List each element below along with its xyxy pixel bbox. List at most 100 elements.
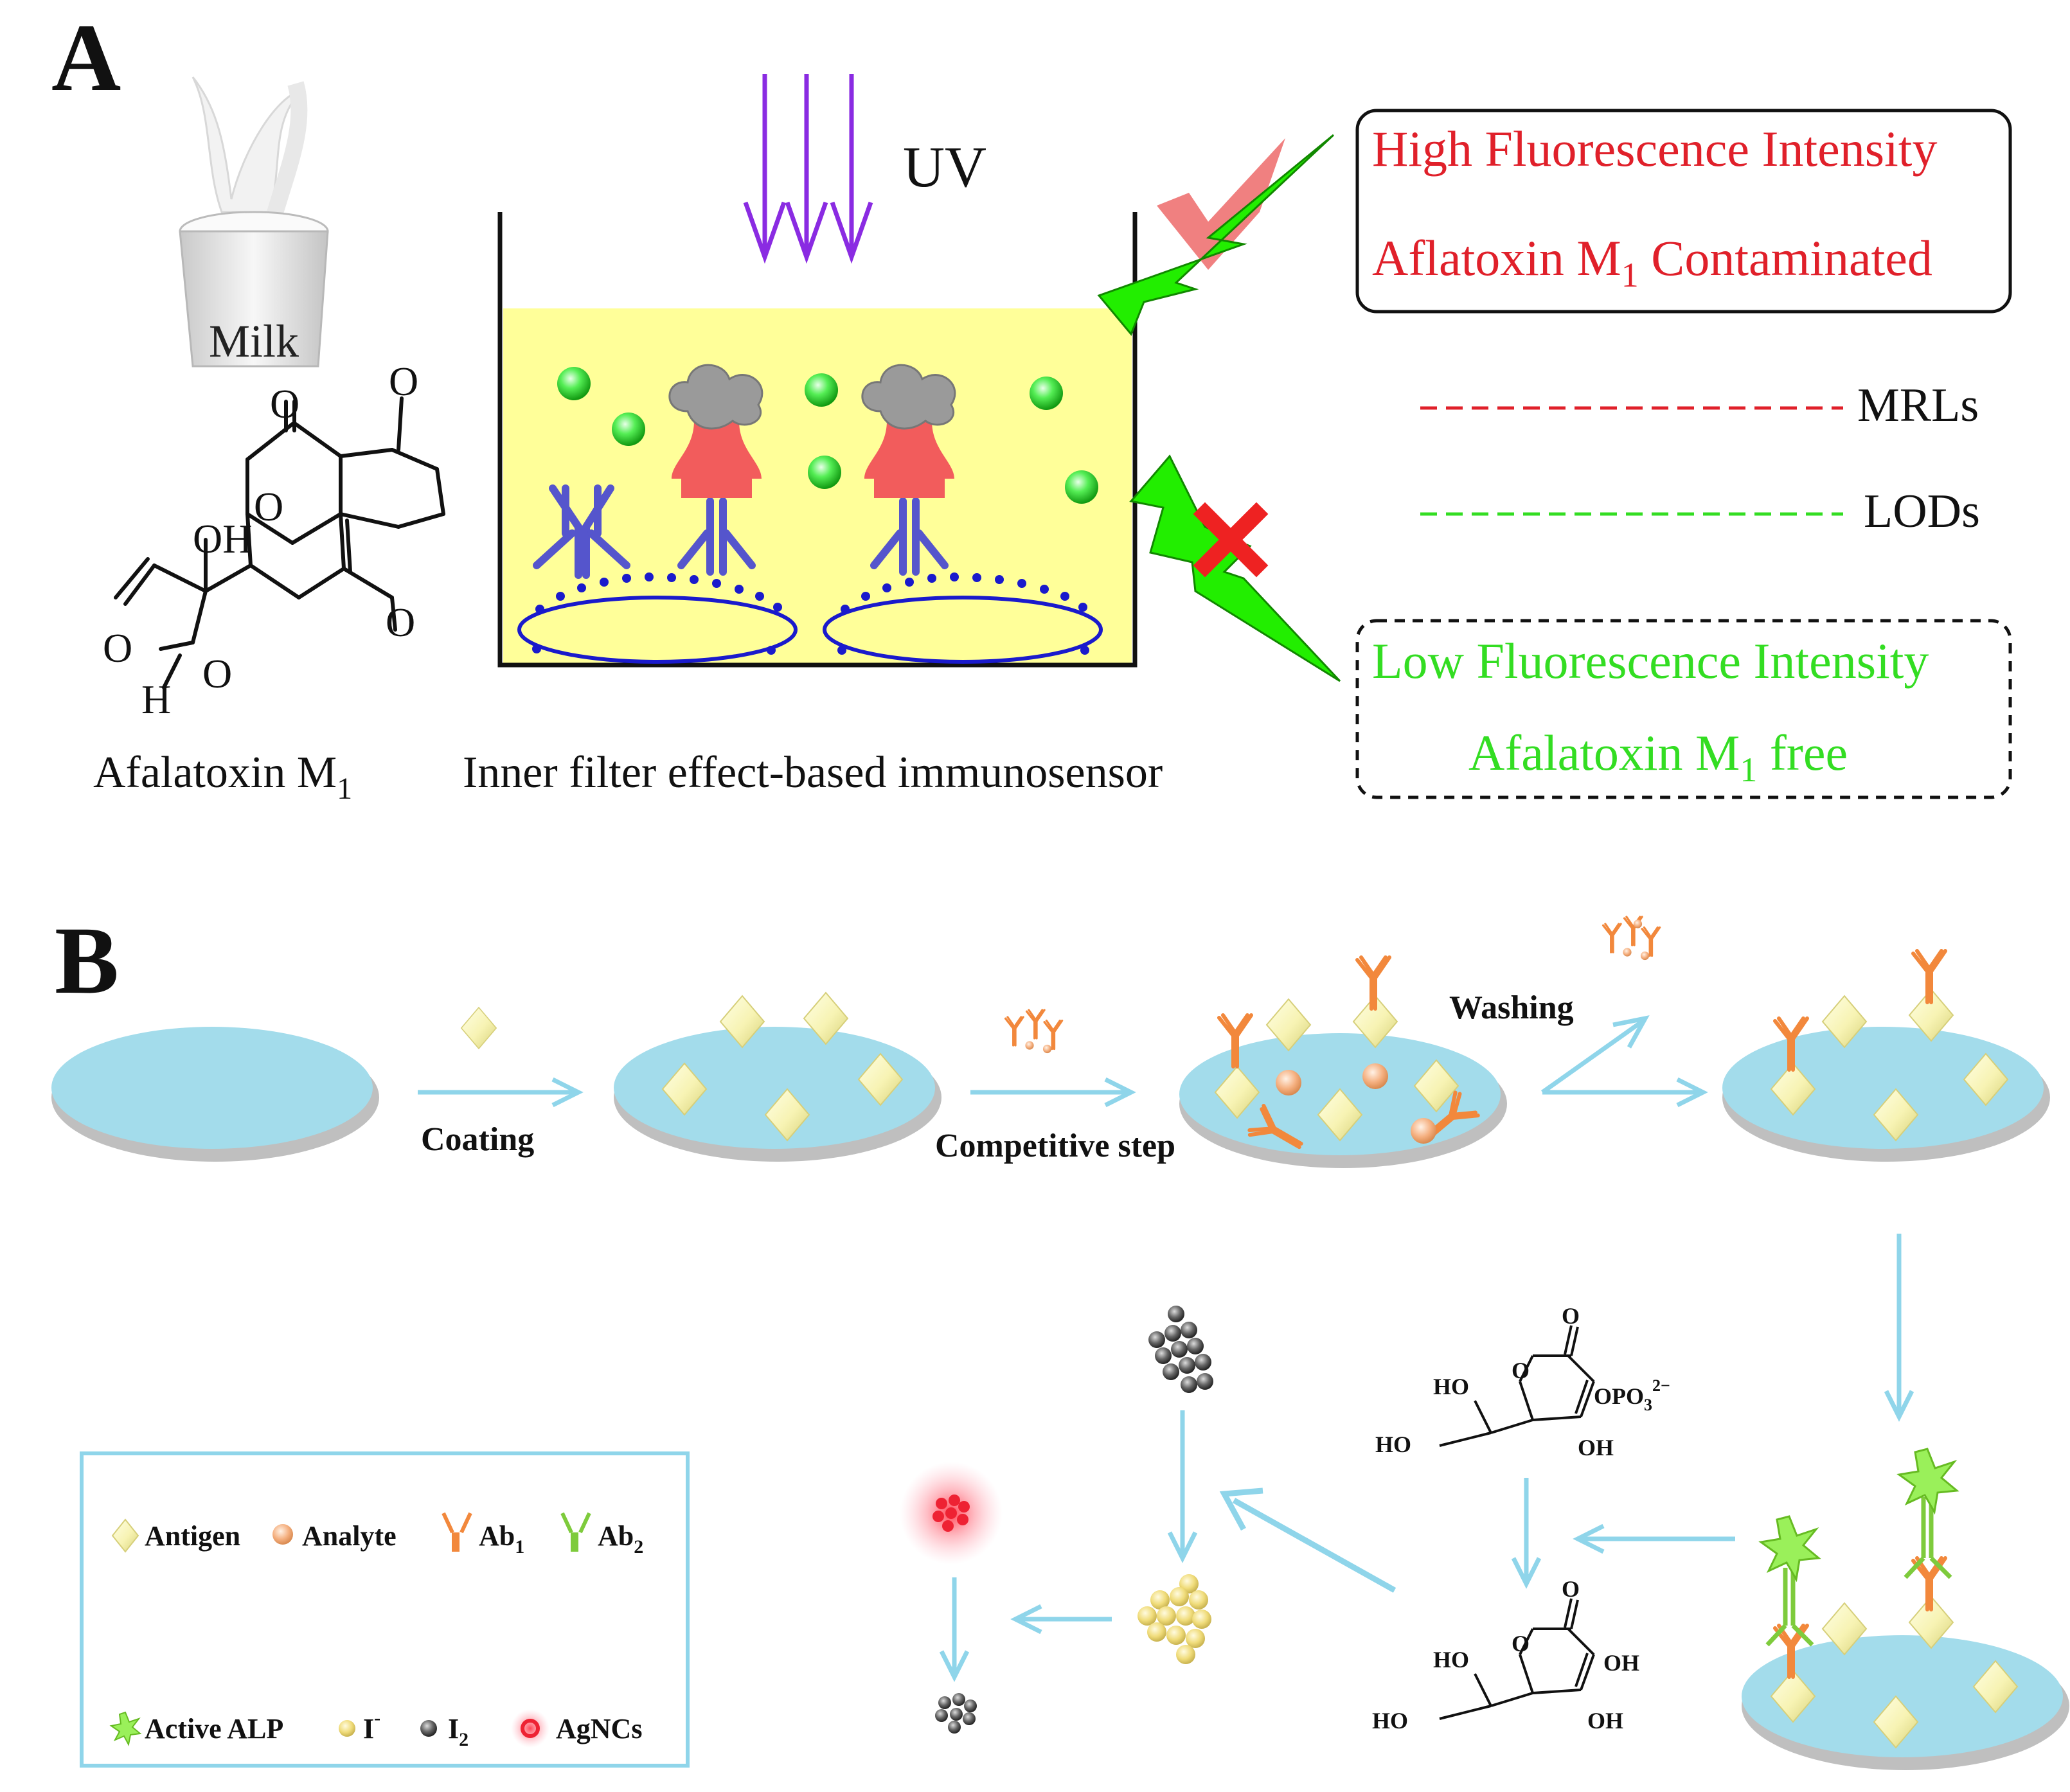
sensor-caption: Inner filter effect-based immunosensor	[463, 748, 1163, 797]
legend-item-alp: Active ALP	[109, 1711, 283, 1746]
well-plate-empty	[51, 1027, 379, 1162]
legend-ab1-label: Ab1	[479, 1520, 524, 1557]
analyte-bead	[1411, 1118, 1436, 1144]
coating-dots	[532, 572, 1089, 655]
quenched-agncs-icon	[935, 1693, 977, 1734]
ascorbyl-phosphate-labels: O O HO HO OPO32− OH	[1375, 1303, 1670, 1460]
antibody-blue-3	[870, 497, 949, 576]
milk-label: Milk	[209, 315, 299, 367]
legend-item-antigen: Antigen	[111, 1518, 240, 1553]
atom-o: O	[254, 484, 283, 529]
washed-antibodies-icon	[1602, 916, 1661, 961]
atom-o: O	[1512, 1631, 1530, 1656]
ab2-antibody-icon	[1765, 1568, 1814, 1647]
sensor-container	[497, 212, 1138, 668]
coating-label: Coating	[421, 1121, 534, 1158]
legend-alp-label: Active ALP	[145, 1713, 283, 1744]
contaminated-text: Aflatoxin M1 Contaminated	[1372, 230, 1932, 294]
down-arrowhead	[1884, 1390, 1914, 1422]
analyte-bead	[1362, 1063, 1388, 1089]
ascorbic-acid-structure	[1439, 1598, 1595, 1720]
agncs-quench-arrowhead	[939, 1650, 970, 1682]
atom-oh: OH	[1587, 1708, 1623, 1734]
legend-iodide-label: I-	[363, 1707, 380, 1744]
lightning-bolt-icon	[1097, 134, 1335, 336]
atom-o: O	[103, 625, 132, 671]
legend-box	[80, 1451, 690, 1768]
washing-arrowhead-right	[1676, 1077, 1708, 1108]
aflatoxin-free-text: Afalatoxin M1 free	[1468, 725, 1848, 789]
ab1-antibody-icon	[1357, 957, 1389, 1009]
mrls-label: MRLs	[1857, 379, 1979, 432]
support-disk-right	[823, 596, 1103, 664]
atom-o: O	[386, 599, 415, 645]
well-plate-detection	[1742, 1448, 2069, 1770]
support-disk-left	[517, 596, 798, 664]
iodide-cluster-icon	[1138, 1574, 1211, 1664]
atom-o: O	[202, 651, 232, 696]
atom-oh: OH	[193, 516, 252, 562]
green-bead	[1065, 470, 1098, 504]
washing-arrow-up	[1540, 1020, 1644, 1094]
legend-item-ab1: Ab1	[442, 1512, 524, 1557]
panel-b-label: B	[55, 907, 119, 1014]
antibody-blue-1	[533, 484, 630, 579]
iodine-cluster-icon	[1148, 1306, 1213, 1393]
ascorbyl-phosphate-structure	[1439, 1325, 1595, 1447]
green-bead	[808, 456, 841, 489]
ab2-antibody-icon	[560, 1512, 591, 1552]
atom-opo3: OPO32−	[1594, 1376, 1670, 1414]
atom-o: O	[1562, 1576, 1580, 1602]
antigen-diamond-icon	[111, 1518, 139, 1553]
atom-o: O	[270, 381, 299, 427]
panel-a-label: A	[51, 4, 121, 111]
low-fluorescence-box	[1355, 619, 2012, 799]
reduction-arrow	[1232, 1498, 1396, 1593]
lightning-bolt-icon	[1129, 454, 1341, 682]
legend-item-ab2: Ab2	[560, 1512, 643, 1557]
uv-arrows-icon	[743, 74, 873, 264]
antibody-blue-2	[677, 497, 756, 576]
washing-label: Washing	[1449, 989, 1574, 1026]
agncs-glow-icon	[900, 1462, 1003, 1565]
antibody-mix-icon	[1004, 1009, 1064, 1054]
atom-o: O	[1562, 1303, 1580, 1329]
legend-analyte-label: Analyte	[302, 1520, 397, 1552]
green-bead	[805, 373, 838, 407]
reduction-arrowhead	[1219, 1487, 1263, 1531]
ascorbic-acid-labels: O O HO HO OH OH	[1372, 1576, 1639, 1734]
aflatoxin-m1-structure	[114, 396, 445, 689]
washing-arrowhead-up	[1612, 1015, 1650, 1049]
antigen-diamond-icon	[460, 1007, 497, 1049]
enzyme-conjugate-1	[668, 364, 763, 498]
atom-ho: HO	[1433, 1647, 1469, 1672]
well-plate-coated	[614, 992, 941, 1162]
atom-o: O	[389, 359, 418, 404]
atom-oh: OH	[1578, 1435, 1614, 1460]
legend-item-iodine: I2	[420, 1713, 468, 1750]
atom-h: H	[141, 677, 171, 722]
alp-enzyme-icon	[1758, 1515, 1821, 1583]
atom-oh: OH	[1603, 1650, 1639, 1676]
iodide-bead-icon	[339, 1720, 355, 1737]
uv-label: UV	[903, 136, 986, 199]
coating-arrowhead	[551, 1077, 584, 1108]
competitive-step-label: Competitive step	[935, 1128, 1175, 1164]
high-fluorescence-text: High Fluorescence Intensity	[1372, 121, 1937, 177]
atom-o: O	[1512, 1358, 1530, 1383]
green-bead	[557, 367, 591, 400]
iodide-to-agncs-arrowhead	[1010, 1604, 1042, 1635]
well-plate-competitive	[1179, 957, 1507, 1168]
atom-ho: HO	[1433, 1374, 1469, 1399]
enzyme-reaction-arrowhead	[1573, 1523, 1605, 1554]
low-fluorescence-text: Low Fluorescence Intensity	[1372, 633, 1929, 689]
green-bead	[612, 413, 645, 446]
well-plate-washed	[1722, 951, 2050, 1162]
ab2-antibody-icon	[1904, 1497, 1952, 1579]
alp-enzyme-icon	[109, 1711, 142, 1746]
agncs-icon	[521, 1719, 540, 1738]
legend-agncs-label: AgNCs	[556, 1713, 642, 1744]
compound-name: Afalatoxin M1	[93, 748, 352, 806]
legend-item-agncs: AgNCs	[511, 1709, 642, 1748]
